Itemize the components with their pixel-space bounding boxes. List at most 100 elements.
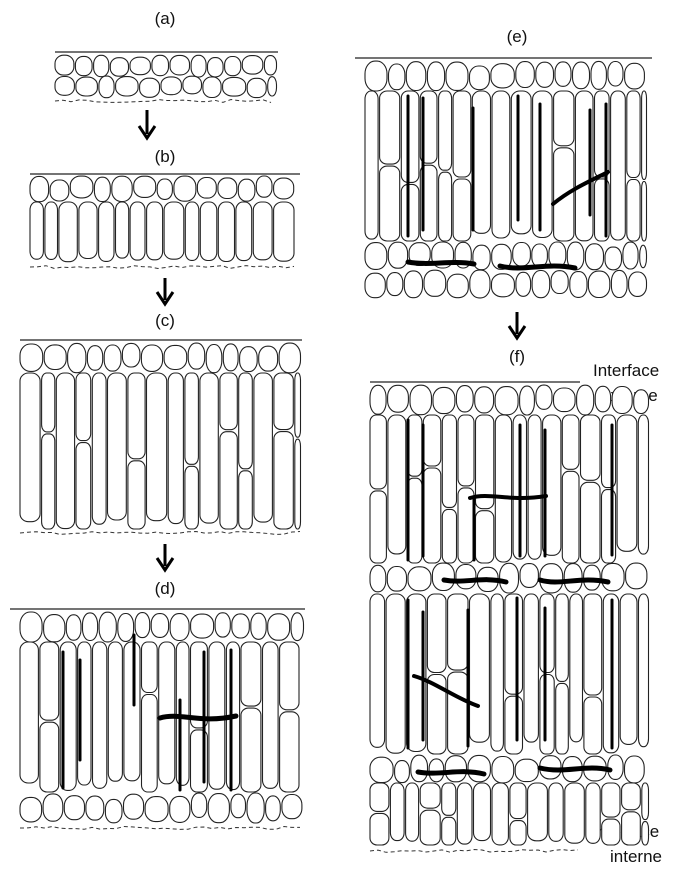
columnar-grain — [295, 373, 301, 437]
equiaxed-grain — [20, 797, 42, 822]
columnar-grain — [492, 91, 510, 238]
horizontal-crack — [160, 716, 236, 719]
columnar-grain — [380, 91, 400, 164]
columnar-grain — [164, 202, 184, 259]
columnar-grain — [540, 675, 554, 755]
panel-label-d: (d) — [155, 579, 176, 598]
columnar-grain — [236, 202, 252, 261]
equiaxed-grain — [64, 796, 84, 820]
arrow-c-to-d — [157, 544, 173, 570]
equiaxed-grain — [516, 62, 535, 88]
equiaxed-grain — [595, 386, 610, 412]
columnar-grain — [239, 373, 253, 469]
equiaxed-grain — [585, 244, 603, 270]
equiaxed-grain — [406, 62, 426, 91]
equiaxed-grain — [242, 56, 262, 75]
columnar-grain — [220, 373, 237, 430]
equiaxed-grain — [591, 61, 606, 89]
equiaxed-grain — [87, 346, 102, 371]
equiaxed-grain — [259, 346, 278, 371]
columnar-grain — [495, 415, 511, 562]
columnar-grain — [627, 180, 640, 242]
equiaxed-grain — [266, 796, 281, 821]
equiaxed-grain — [99, 612, 116, 642]
columnar-grain — [528, 415, 541, 559]
columnar-grain — [423, 415, 441, 466]
columnar-grain — [642, 91, 647, 180]
equiaxed-grain — [218, 178, 237, 199]
columnar-grain — [218, 202, 234, 262]
columnar-grain — [584, 594, 602, 695]
columnar-grain — [439, 91, 452, 170]
equiaxed-grain — [223, 77, 246, 96]
equiaxed-grain — [370, 757, 393, 782]
equiaxed-grain — [247, 78, 266, 97]
equiaxed-grain — [122, 343, 139, 367]
columnar-grain — [549, 783, 563, 841]
equiaxed-grain — [564, 564, 582, 593]
equiaxed-grain — [118, 614, 134, 642]
columnar-grain — [476, 511, 494, 563]
columnar-grain — [59, 202, 77, 262]
equiaxed-grain — [268, 77, 277, 96]
panel-label-f: (f) — [509, 347, 525, 366]
equiaxed-grain — [520, 564, 538, 588]
equiaxed-grain — [161, 77, 181, 95]
columnar-grain — [76, 443, 91, 529]
columnar-grain — [642, 182, 647, 242]
columnar-grain — [56, 373, 74, 529]
columnar-grain — [622, 812, 641, 845]
columnar-grain — [540, 594, 554, 673]
columnar-grain — [638, 415, 648, 554]
columnar-grain — [448, 672, 468, 754]
equiaxed-grain — [170, 55, 190, 75]
equiaxed-grain — [135, 613, 150, 638]
equiaxed-grain — [191, 55, 206, 77]
columnar-grain — [581, 482, 601, 563]
equiaxed-grain — [612, 387, 632, 414]
columnar-grain — [639, 594, 649, 747]
columnar-grain — [239, 471, 253, 529]
equiaxed-grain — [433, 387, 455, 413]
equiaxed-grain — [68, 343, 86, 372]
equiaxed-grain — [170, 614, 189, 641]
equiaxed-grain — [549, 242, 566, 268]
columnar-grain — [168, 373, 183, 524]
equiaxed-grain — [94, 55, 109, 76]
columnar-grain — [565, 783, 585, 843]
columnar-grain — [457, 783, 472, 844]
equiaxed-grain — [573, 62, 590, 89]
equiaxed-grain — [370, 385, 386, 414]
columnar-grain — [370, 594, 385, 747]
columnar-grain — [280, 642, 299, 710]
equiaxed-grain — [55, 55, 74, 75]
equiaxed-grain — [130, 57, 150, 74]
equiaxed-grain — [124, 794, 144, 819]
columnar-grain — [407, 415, 422, 476]
equiaxed-grain — [427, 62, 444, 91]
equiaxed-grain — [470, 66, 490, 90]
equiaxed-grain — [225, 57, 241, 76]
equiaxed-grain — [99, 76, 114, 98]
columnar-grain — [241, 642, 261, 706]
equiaxed-grain — [411, 755, 428, 782]
columnar-grain — [185, 202, 199, 260]
columnar-grain — [407, 478, 422, 563]
columnar-grain — [642, 822, 649, 845]
columnar-grain — [280, 712, 299, 792]
arrow-a-to-b — [139, 110, 155, 138]
columnar-grain — [20, 642, 38, 783]
equiaxed-grain — [76, 77, 98, 96]
equiaxed-grain — [388, 242, 407, 268]
equiaxed-grain — [536, 62, 554, 87]
columnar-grain — [108, 373, 127, 520]
columnar-grain — [76, 373, 91, 441]
columnar-grain — [370, 415, 386, 489]
inner-interface-line — [20, 532, 300, 535]
equiaxed-grain — [492, 274, 515, 297]
equiaxed-grain — [625, 63, 645, 89]
columnar-grain — [253, 202, 272, 260]
columnar-grain — [406, 783, 419, 841]
columnar-grain — [185, 466, 199, 529]
equiaxed-grain — [191, 793, 206, 817]
